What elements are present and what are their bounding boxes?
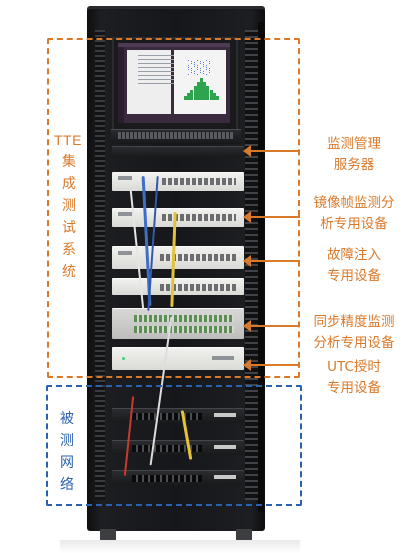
tte-label-top: TTE xyxy=(54,132,82,148)
arrow-server xyxy=(243,145,300,157)
screen-dot xyxy=(188,69,189,70)
screen-dot xyxy=(206,65,207,66)
screen-dot xyxy=(197,69,198,70)
arrow-utc-timing xyxy=(243,359,300,371)
cabinet-door-edge xyxy=(258,22,264,512)
screen-bar xyxy=(206,86,210,100)
screen-dot xyxy=(200,68,201,69)
screen-dot xyxy=(209,68,210,69)
screen-dot xyxy=(191,63,192,64)
annotation-sync-precision: 同步精度监测分析专用设备 xyxy=(313,314,395,351)
cabinet-foot-right xyxy=(236,529,252,543)
screen-dot xyxy=(206,67,207,68)
screen-dot xyxy=(194,71,195,72)
screen-bar xyxy=(212,93,216,100)
tte-system-label: TTE 集 成 测 试 系 统 xyxy=(54,129,81,283)
screen-dot xyxy=(200,70,201,71)
switch-3 xyxy=(112,470,244,485)
screen-dot xyxy=(191,61,192,62)
screen-bar xyxy=(209,90,213,100)
cabinet-foot-left xyxy=(100,529,116,543)
fault-injection-device-2 xyxy=(112,278,244,295)
keyboard xyxy=(118,132,233,139)
screen-dot xyxy=(206,60,207,61)
screen-dot xyxy=(194,62,195,63)
screen-dot xyxy=(197,65,198,66)
screen-dot xyxy=(209,61,210,62)
arrow-sync-precision xyxy=(243,320,300,332)
screen-dot xyxy=(191,68,192,69)
server-1u xyxy=(112,146,244,157)
screen-dot xyxy=(200,61,201,62)
screen-bar xyxy=(196,82,200,100)
screen-dot xyxy=(203,62,204,63)
screen-dot xyxy=(203,71,204,72)
screen-dot xyxy=(188,65,189,66)
screen-dot xyxy=(203,66,204,67)
screen-dot xyxy=(209,70,210,71)
network-under-test-label: 被 测 网 络 xyxy=(60,411,74,493)
screen-dot xyxy=(188,67,189,68)
screen-window-list xyxy=(127,50,178,114)
switch-2 xyxy=(112,440,244,455)
annotation-mirror-frame: 镜像帧监测分析专用设备 xyxy=(313,195,395,232)
screen-dot xyxy=(194,66,195,67)
annotation-monitor-server: 监测管理服务器 xyxy=(327,136,381,173)
screen-bar xyxy=(203,82,207,100)
screen-bar xyxy=(184,96,187,100)
screen-dot xyxy=(200,72,201,73)
utc-timing-device xyxy=(112,347,244,370)
screen-dot xyxy=(188,74,189,75)
screen-dot xyxy=(209,72,210,73)
screen-dot xyxy=(194,73,195,74)
screen-bar xyxy=(216,96,219,100)
screen-bar xyxy=(200,78,203,100)
sync-precision-device xyxy=(112,308,244,339)
arrow-mirror-frame xyxy=(243,211,300,223)
screen-dot xyxy=(206,69,207,70)
screen-dot xyxy=(191,72,192,73)
screen-dot xyxy=(203,73,204,74)
screen-dot xyxy=(191,70,192,71)
screen-dot xyxy=(203,64,204,65)
screen-dot xyxy=(197,74,198,75)
switch-1 xyxy=(112,408,244,423)
screen-bar xyxy=(190,90,194,100)
cabinet-rail-left xyxy=(95,30,105,500)
screen-dot xyxy=(197,67,198,68)
screen-dot xyxy=(209,63,210,64)
screen-window-chart xyxy=(174,50,226,114)
monitor-screen xyxy=(118,43,230,123)
tte-system-box xyxy=(47,38,300,378)
screen-bar xyxy=(193,86,197,100)
screen-dot xyxy=(197,60,198,61)
monitor xyxy=(112,37,238,131)
annotation-utc-timing: UTC授时专用设备 xyxy=(327,359,381,396)
annotation-fault-injection: 故障注入专用设备 xyxy=(327,247,381,284)
arrow-fault-injection xyxy=(243,255,300,267)
screen-dot xyxy=(194,64,195,65)
screen-dot xyxy=(188,60,189,61)
screen-bar xyxy=(187,93,191,100)
floor xyxy=(60,540,300,553)
screen-dot xyxy=(200,63,201,64)
screen-dot xyxy=(206,74,207,75)
network-under-test-box xyxy=(46,385,302,506)
